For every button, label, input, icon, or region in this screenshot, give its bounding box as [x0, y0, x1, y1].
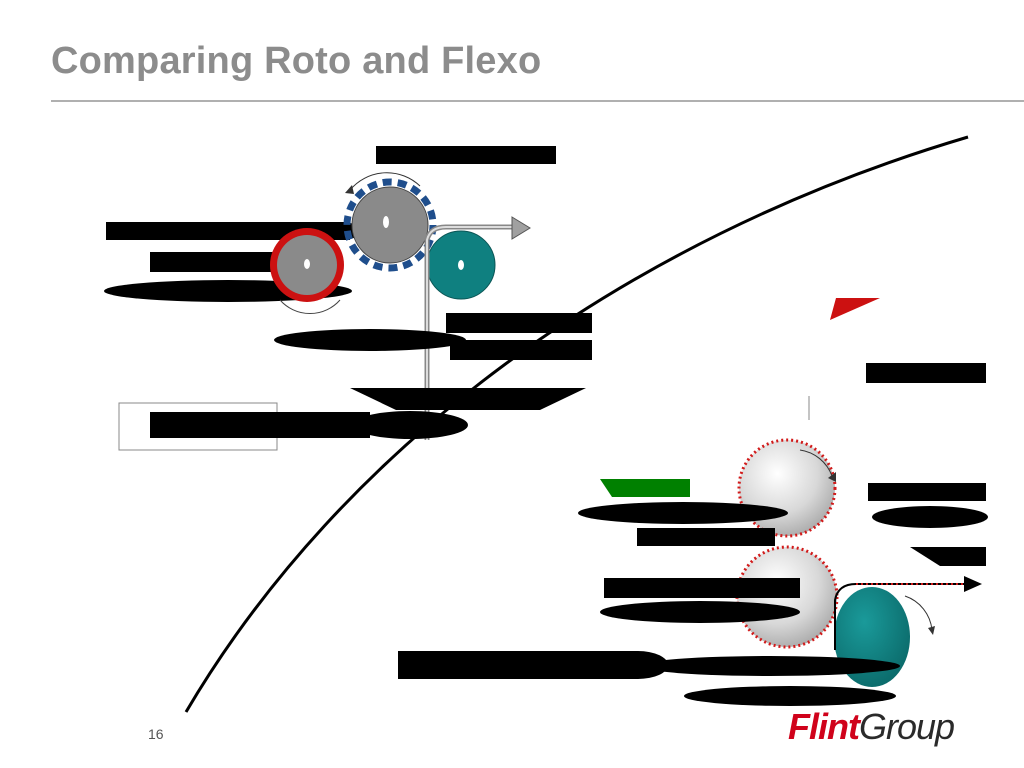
redacted-label-right-3 [578, 502, 788, 546]
redacted-label-right-4 [600, 578, 800, 623]
flint-group-logo: FlintGroup [788, 706, 955, 748]
redacted-label-top [376, 146, 556, 164]
red-marker [830, 298, 880, 320]
title-divider [51, 100, 1024, 102]
logo-flint: Flint [788, 706, 860, 747]
roto-unit [398, 298, 988, 706]
roto-web-path [834, 576, 982, 650]
curved-arrow-icon [799, 449, 833, 477]
plate-cylinder [343, 172, 437, 272]
redacted-label-right-2 [868, 483, 988, 566]
redacted-label-left-2 [150, 252, 310, 272]
arrow-right-icon [964, 576, 982, 592]
impression-roller [426, 230, 496, 300]
web-path [424, 216, 531, 440]
redacted-label-right-1 [866, 363, 986, 383]
logo-group: Group [858, 706, 955, 747]
roto-roller-upper [737, 438, 837, 538]
dividing-curve [184, 135, 969, 713]
anilox-roller [270, 228, 344, 314]
redacted-label-mid-2 [350, 388, 586, 410]
redacted-label-bottom [398, 651, 900, 706]
page-number: 16 [148, 726, 164, 742]
curved-arrow-icon [349, 172, 421, 191]
curved-arrow-icon [904, 595, 933, 631]
arrow-right-icon [511, 216, 531, 240]
green-marker [600, 479, 690, 497]
flexo-unit [104, 146, 592, 451]
slide-title: Comparing Roto and Flexo [51, 40, 542, 82]
redacted-label-mid-1 [274, 313, 592, 360]
redacted-label-boxed [118, 402, 468, 451]
